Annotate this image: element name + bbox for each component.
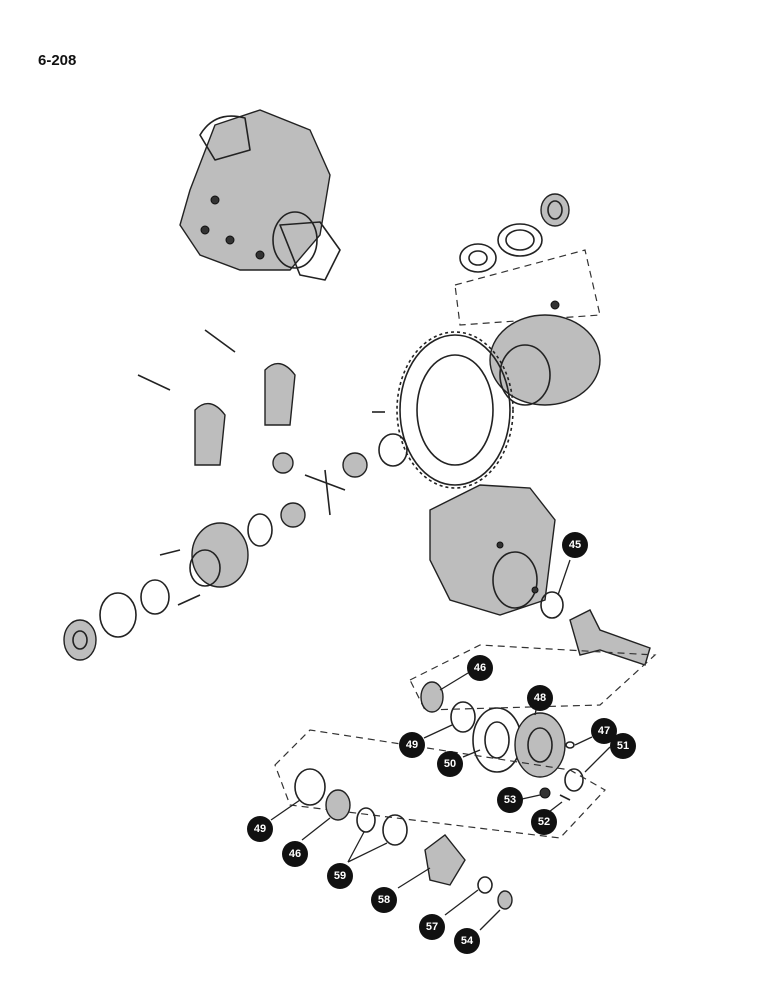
callout-49-upper: 49 <box>399 732 425 758</box>
yoke-58 <box>424 834 466 886</box>
seal-51 <box>564 768 584 792</box>
svg-text:46: 46 <box>474 662 486 674</box>
cap-bolts <box>137 329 385 606</box>
bearing-cone-top <box>459 243 497 273</box>
svg-text:50: 50 <box>444 758 456 770</box>
pinion-bearing-45 <box>540 591 564 619</box>
carrier-housing <box>429 484 556 616</box>
callout-57: 57 <box>419 914 445 940</box>
gasket-50 <box>472 707 522 773</box>
retainer-48 <box>514 712 566 778</box>
callout-59: 59 <box>327 863 353 889</box>
group-outline-top <box>454 249 601 326</box>
adjusting-nut-top <box>540 193 570 227</box>
callout-49-lower: 49 <box>247 816 273 842</box>
svg-text:46: 46 <box>289 848 301 860</box>
differential-case-right <box>489 300 601 406</box>
group-outline-lower <box>274 729 606 839</box>
svg-text:45: 45 <box>569 539 581 551</box>
drive-pinion <box>569 609 651 666</box>
svg-text:51: 51 <box>617 740 629 752</box>
bearing-cup-49a <box>450 701 476 733</box>
washer-57 <box>477 876 493 894</box>
ring-gear <box>396 331 514 489</box>
callout-50: 50 <box>437 751 463 777</box>
callout-58: 58 <box>371 887 397 913</box>
svg-text:53: 53 <box>504 794 516 806</box>
pin-47 <box>565 741 575 749</box>
callout-46-upper: 46 <box>467 655 493 681</box>
page-number: 6-208 <box>38 52 77 69</box>
svg-text:52: 52 <box>538 816 550 828</box>
washer-53 <box>539 787 551 799</box>
differential-case-left <box>189 522 249 588</box>
svg-text:49: 49 <box>406 739 418 751</box>
bolt-52 <box>559 794 571 801</box>
svg-text:48: 48 <box>534 692 546 704</box>
assembled-differential-housing <box>179 109 341 281</box>
svg-text:54: 54 <box>461 935 474 947</box>
bearing-caps <box>194 362 296 466</box>
spider-gears <box>247 433 408 547</box>
bearing-left <box>63 579 170 661</box>
callout-52: 52 <box>531 809 557 835</box>
callout-48: 48 <box>527 685 553 711</box>
pinion-bearing-46a <box>420 681 444 713</box>
callout-45: 45 <box>562 532 588 558</box>
seal-59b <box>382 814 408 846</box>
svg-text:47: 47 <box>598 725 610 737</box>
bearing-cone-46b <box>325 789 351 821</box>
bearing-cup-top <box>497 223 543 257</box>
svg-text:58: 58 <box>378 894 390 906</box>
callout-46-lower: 46 <box>282 841 308 867</box>
bearing-cup-49b <box>294 768 326 806</box>
svg-text:49: 49 <box>254 823 266 835</box>
spacer-59a <box>356 807 376 833</box>
callout-53: 53 <box>497 787 523 813</box>
svg-text:59: 59 <box>334 870 346 882</box>
svg-text:57: 57 <box>426 921 438 933</box>
nut-54 <box>497 890 513 910</box>
callout-54: 54 <box>454 928 480 954</box>
callout-51: 51 <box>610 733 636 759</box>
callout-47: 47 <box>591 718 617 744</box>
